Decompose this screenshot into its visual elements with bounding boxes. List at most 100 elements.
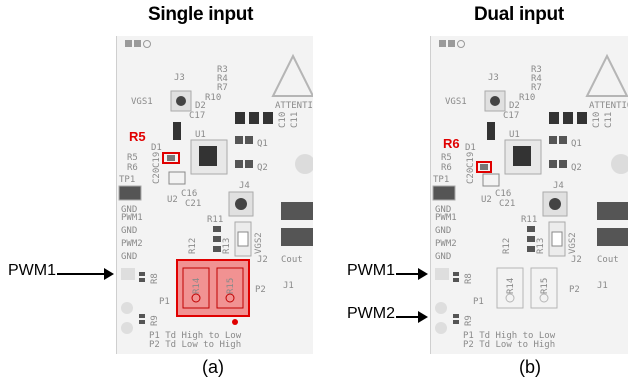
silk-r15: R15 — [226, 278, 236, 294]
silk-q2: Q2 — [257, 163, 268, 173]
silk-c19: C19 — [152, 152, 162, 168]
silk-r15-b: R15 — [540, 278, 550, 294]
panel-a-title: Single input — [148, 4, 254, 25]
silk-gnd-2: GND — [121, 226, 137, 236]
silk-attention: ATTENTION — [275, 101, 313, 111]
silk-r12: R12 — [188, 238, 198, 254]
silk-c17-b: C17 — [503, 111, 519, 121]
silk-attention-b: ATTENTION — [589, 101, 628, 111]
silk-r4-b: R4 — [531, 74, 542, 84]
silk-j4: J4 — [239, 181, 250, 191]
silk-r6-b: R6 — [441, 163, 452, 173]
silk-c19-b: C19 — [466, 152, 476, 168]
silk-tp1-b: TP1 — [433, 175, 449, 185]
silk-p2: P2 — [255, 285, 266, 295]
silk-c11: C11 — [290, 112, 300, 128]
silk-r3-b: R3 — [531, 65, 542, 75]
silk-vgs1-b: VGS1 — [445, 97, 467, 107]
silk-c20: C20 — [152, 168, 162, 184]
silk-r10: R10 — [205, 93, 221, 103]
silk-d1: D1 — [151, 143, 162, 153]
silk-c16-b: C16 — [495, 189, 511, 199]
silk-note2: P2 Td Low to High — [149, 340, 241, 350]
silk-r3: R3 — [217, 65, 228, 75]
panel-b-title: Dual input — [474, 4, 564, 25]
silk-gnd-3-b: GND — [435, 252, 451, 262]
silk-c21-b: C21 — [499, 199, 515, 209]
silk-r8-b: R8 — [464, 273, 474, 284]
panel-b-caption: (b) — [519, 357, 541, 377]
silk-j2: J2 — [257, 255, 268, 265]
silk-vgs2: VGS2 — [254, 232, 264, 254]
silk-vgs1: VGS1 — [131, 97, 153, 107]
silk-cout: Cout — [281, 255, 303, 265]
panel-b-highlight-label: R6 — [443, 136, 460, 151]
silk-p1: P1 — [159, 297, 170, 307]
panel-a-board: J3 R3 R4 R7 R10 VGS1 D2 C17 ATTENTION C1… — [116, 36, 313, 354]
silk-r4: R4 — [217, 74, 228, 84]
silk-j4-b: J4 — [553, 181, 564, 191]
silk-pwm2-b: PWM2 — [435, 239, 457, 249]
silk-r11: R11 — [207, 215, 223, 225]
silk-u2: U2 — [167, 195, 178, 205]
silk-vgs2-b: VGS2 — [568, 232, 578, 254]
panel-b-pwm1-label: PWM1 — [347, 262, 395, 279]
panel-b-board: J3 R3 R4 R7 R10 VGS1 D2 C17 ATTENTION C1… — [430, 36, 628, 354]
silk-u2-b: U2 — [481, 195, 492, 205]
silk-cout-b: Cout — [597, 255, 619, 265]
silk-j3-b: J3 — [488, 73, 499, 83]
silk-r11-b: R11 — [521, 215, 537, 225]
silk-pwm1-b: PWM1 — [435, 213, 457, 223]
silk-note1-b: P1 Td High to Low — [463, 331, 556, 341]
silk-d2: D2 — [195, 101, 206, 111]
panel-b-pwm1-arrow — [396, 268, 428, 280]
silk-r14-b: R14 — [506, 278, 516, 294]
silk-q1: Q1 — [257, 139, 268, 149]
silk-j3: J3 — [174, 73, 185, 83]
silk-r5: R5 — [127, 153, 138, 163]
panel-b-pwm2-label: PWM2 — [347, 305, 395, 322]
panel-a-highlight-label: R5 — [129, 129, 146, 144]
silk-j1-b: J1 — [597, 281, 608, 291]
silk-r13: R13 — [222, 238, 232, 254]
silk-r10-b: R10 — [519, 93, 535, 103]
silk-tp1: TP1 — [119, 175, 135, 185]
silk-j2-b: J2 — [571, 255, 582, 265]
silk-r12-b: R12 — [502, 238, 512, 254]
silk-r14: R14 — [192, 278, 202, 294]
silk-p2-b: P2 — [569, 285, 580, 295]
silk-j1: J1 — [283, 281, 294, 291]
silk-r8: R8 — [150, 273, 160, 284]
silk-r7-b: R7 — [531, 83, 542, 93]
silk-note1: P1 Td High to Low — [149, 331, 242, 341]
silk-u1-b: U1 — [509, 130, 520, 140]
silk-c10: C10 — [278, 112, 288, 128]
silk-gnd: GND — [121, 205, 137, 215]
silk-r6: R6 — [127, 163, 138, 173]
silk-c10-b: C10 — [592, 112, 602, 128]
silk-c16: C16 — [181, 189, 197, 199]
silk-pwm2: PWM2 — [121, 239, 143, 249]
silk-note2-b: P2 Td Low to High — [463, 340, 555, 350]
silk-q2-b: Q2 — [571, 163, 582, 173]
silk-r9: R9 — [150, 315, 160, 326]
panel-b-board-drawing: J3 R3 R4 R7 R10 VGS1 D2 C17 ATTENTION C1… — [432, 40, 628, 350]
panel-a-pwm1-label: PWM1 — [8, 262, 56, 279]
silk-pwm1: PWM1 — [121, 213, 143, 223]
silk-q1-b: Q1 — [571, 139, 582, 149]
panel-a-caption: (a) — [202, 357, 224, 377]
panel-a-board-drawing: J3 R3 R4 R7 R10 VGS1 D2 C17 ATTENTION C1… — [118, 40, 313, 350]
silk-c20-b: C20 — [466, 168, 476, 184]
panel-a-pwm1-arrow — [57, 268, 114, 280]
silk-r13-b: R13 — [536, 238, 546, 254]
silk-c21: C21 — [185, 199, 201, 209]
silk-gnd-3: GND — [121, 252, 137, 262]
silk-gnd-b: GND — [435, 205, 451, 215]
silk-gnd-2-b: GND — [435, 226, 451, 236]
silk-d2-b: D2 — [509, 101, 520, 111]
panel-b-pwm2-arrow — [396, 311, 428, 323]
silk-d1-b: D1 — [465, 143, 476, 153]
silk-u1: U1 — [195, 130, 206, 140]
silk-p1-b: P1 — [473, 297, 484, 307]
silk-r9-b: R9 — [464, 315, 474, 326]
